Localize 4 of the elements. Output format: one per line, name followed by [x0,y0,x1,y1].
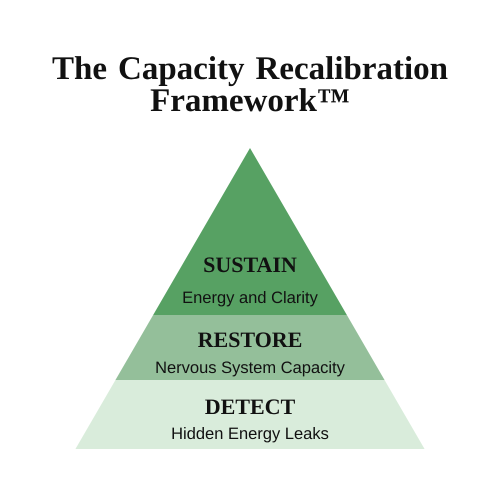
title: The Capacity Recalibration Framework™ [52,56,448,112]
pyramid-tier: SUSTAIN Energy and Clarity [153,148,347,315]
pyramid-tier: RESTORE Nervous System Capacity [115,315,385,380]
pyramid-tier: DETECT Hidden Energy Leaks [75,380,425,449]
